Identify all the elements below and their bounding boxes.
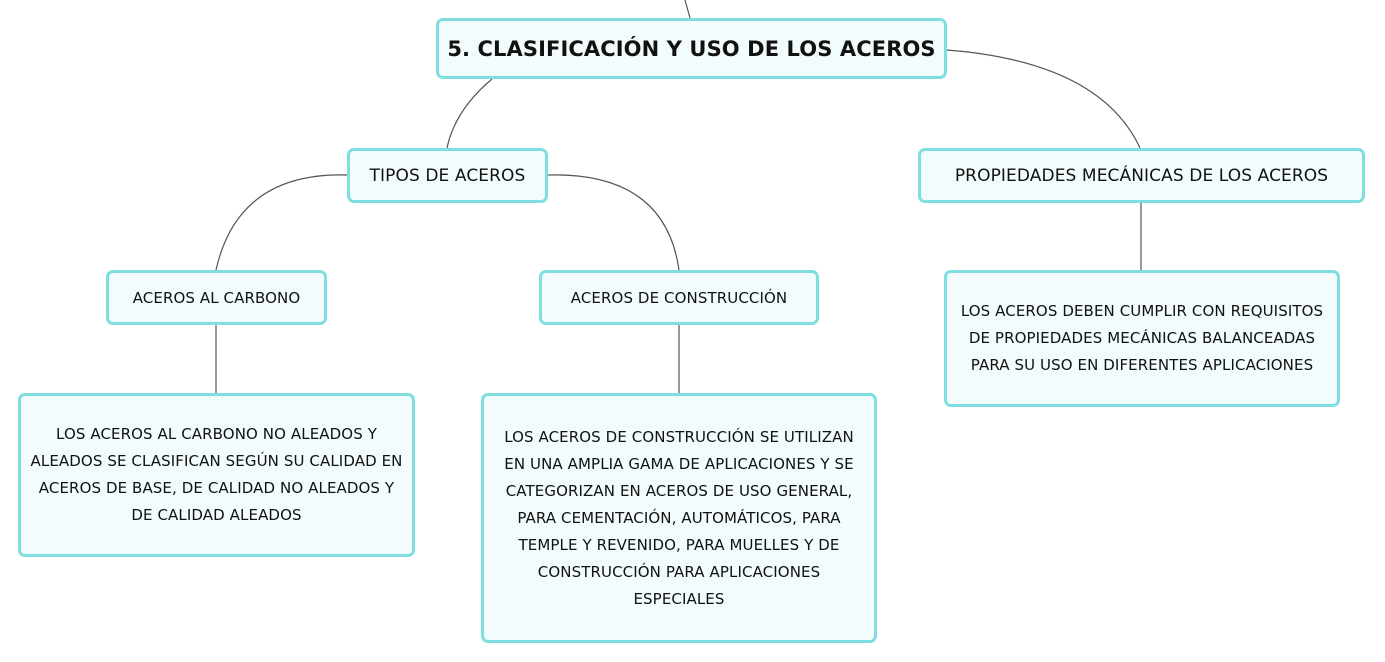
construccion-description-text: LOS ACEROS DE CONSTRUCCIÓN SE UTILIZAN E… [504, 427, 854, 608]
aceros-al-carbono-node[interactable]: ACEROS AL CARBONO [106, 270, 327, 325]
tipos-de-aceros-label: TIPOS DE ACEROS [369, 165, 526, 186]
carbono-description-node[interactable]: LOS ACEROS AL CARBONO NO ALEADOS Y ALEAD… [18, 393, 415, 557]
propiedades-mecanicas-label: PROPIEDADES MECÁNICAS DE LOS ACEROS [954, 165, 1329, 186]
aceros-de-construccion-node[interactable]: ACEROS DE CONSTRUCCIÓN [539, 270, 819, 325]
connector-tipos-to-carbono [215, 174, 348, 271]
connector-root-to-propiedades [946, 49, 1141, 149]
construccion-description-node[interactable]: LOS ACEROS DE CONSTRUCCIÓN SE UTILIZAN E… [481, 393, 877, 643]
propiedades-description-node[interactable]: LOS ACEROS DEBEN CUMPLIR CON REQUISITOS … [944, 270, 1340, 407]
connector-parent-to-root [684, 0, 691, 19]
tipos-de-aceros-node[interactable]: TIPOS DE ACEROS [347, 148, 548, 203]
aceros-al-carbono-label: ACEROS AL CARBONO [132, 288, 301, 307]
carbono-description-text: LOS ACEROS AL CARBONO NO ALEADOS Y ALEAD… [30, 425, 403, 524]
root-node-label: 5. CLASIFICACIÓN Y USO DE LOS ACEROS [447, 36, 936, 61]
root-node[interactable]: 5. CLASIFICACIÓN Y USO DE LOS ACEROS [436, 18, 947, 79]
aceros-de-construccion-label: ACEROS DE CONSTRUCCIÓN [570, 288, 788, 307]
propiedades-description-text: LOS ACEROS DEBEN CUMPLIR CON REQUISITOS … [960, 302, 1324, 374]
connector-tipos-to-construccion [547, 174, 680, 271]
propiedades-mecanicas-node[interactable]: PROPIEDADES MECÁNICAS DE LOS ACEROS [918, 148, 1365, 203]
connector-root-to-tipos [446, 78, 493, 149]
